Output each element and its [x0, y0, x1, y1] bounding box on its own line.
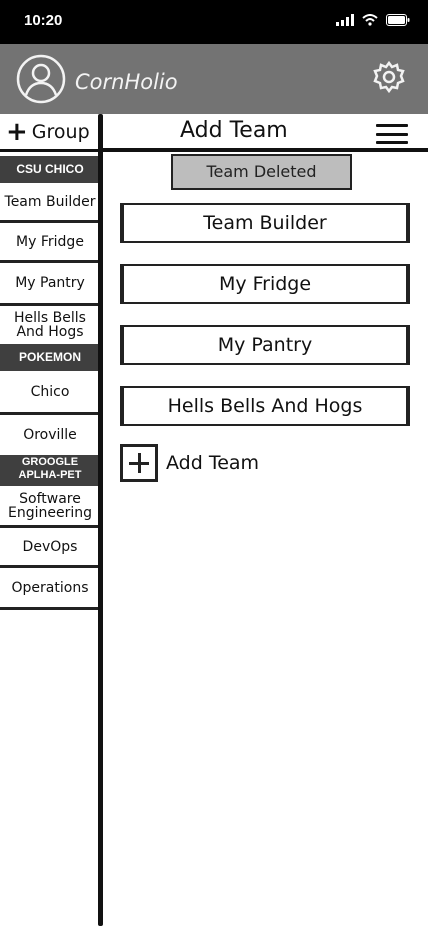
wifi-icon — [362, 14, 378, 26]
plus-box-icon — [120, 444, 158, 482]
team-button-hells-bells-and-hogs[interactable]: Hells Bells And Hogs — [120, 386, 410, 426]
group-header-pokemon[interactable]: POKEMON — [0, 344, 100, 371]
sidebar-item-devops[interactable]: DevOps — [0, 528, 100, 568]
signal-icon — [336, 14, 354, 26]
hamburger-menu-icon[interactable] — [376, 124, 408, 144]
battery-icon — [386, 14, 410, 26]
sidebar-item-team-builder[interactable]: Team Builder — [0, 183, 100, 223]
status-bar: 10:20 — [0, 0, 428, 44]
main-header: Add Team — [103, 114, 428, 152]
sidebar-divider — [98, 114, 103, 926]
add-team-button[interactable]: Add Team — [120, 443, 259, 483]
add-group-label: Group — [31, 120, 90, 143]
sidebar-item-my-fridge[interactable]: My Fridge — [0, 223, 100, 263]
app-header: CornHolio — [0, 44, 428, 114]
add-team-label: Add Team — [166, 452, 260, 474]
sidebar-item-software-engineering[interactable]: Software Engineering — [0, 486, 100, 528]
team-deleted-toast: Team Deleted — [171, 154, 352, 190]
status-time: 10:20 — [24, 12, 63, 29]
sidebar-item-my-pantry[interactable]: My Pantry — [0, 263, 100, 306]
add-group-button[interactable]: + Group — [0, 114, 100, 152]
sidebar-item-hells-bells-and-hogs[interactable]: Hells Bells And Hogs — [0, 306, 100, 344]
group-header-csu-chico[interactable]: CSU CHICO — [0, 156, 100, 183]
gear-icon[interactable] — [372, 60, 406, 94]
status-icons — [336, 14, 410, 26]
plus-icon: + — [6, 116, 28, 147]
page-title: Add Team — [180, 118, 288, 143]
team-button-my-fridge[interactable]: My Fridge — [120, 264, 410, 304]
sidebar: + Group CSU CHICO Team Builder My Fridge… — [0, 114, 100, 926]
sidebar-item-oroville[interactable]: Oroville — [0, 415, 100, 455]
app-title: CornHolio — [75, 70, 178, 94]
sidebar-item-chico[interactable]: Chico — [0, 371, 100, 415]
team-button-my-pantry[interactable]: My Pantry — [120, 325, 410, 365]
group-header-groogle-aplha-pet[interactable]: GROOGLE APLHA-PET — [0, 455, 100, 486]
team-button-team-builder[interactable]: Team Builder — [120, 203, 410, 243]
sidebar-item-operations[interactable]: Operations — [0, 568, 100, 610]
avatar-icon[interactable] — [16, 54, 66, 104]
